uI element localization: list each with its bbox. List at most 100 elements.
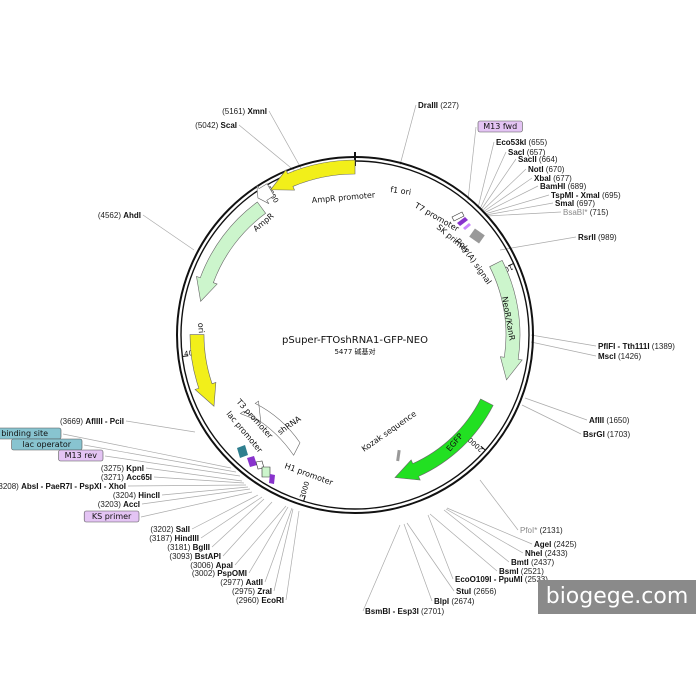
site-bsmbi-esp3i: BsmBI - Esp3I (2701) [365, 607, 444, 616]
leader-aflii [524, 397, 588, 421]
leader-pspomi [248, 506, 289, 574]
site-tspmi-xmai: TspMI - XmaI (695) [551, 191, 621, 200]
site-rsrii: RsrII (989) [578, 233, 617, 242]
site-aflii: AflII (1650) [589, 416, 630, 425]
site-bsrgi: BsrGI (1703) [583, 430, 630, 439]
site-xmni: (5161) XmnI [222, 107, 267, 116]
sk-primer-marker [463, 223, 471, 230]
ori-label: ori [196, 322, 206, 333]
feature-arrow-h1-promoter [239, 400, 301, 456]
feature-arrows [189, 159, 523, 481]
site-acc65i: (3271) Acc65I [101, 473, 152, 482]
leader-tspmi-xmai [484, 194, 550, 215]
leader-cap-binding-site [62, 433, 232, 469]
shrna-marker [269, 474, 275, 484]
leader-zrai [273, 508, 294, 592]
tick-4000 [182, 355, 189, 357]
site-bsabi-: BsaBI* (715) [563, 208, 609, 217]
box-label-cap-binding-site: CAP binding site [0, 429, 48, 438]
leader-hindiii [200, 496, 263, 539]
leader-sacii [480, 158, 517, 211]
leader-ahdi [142, 214, 195, 251]
leader-pflfi-tth111i [530, 334, 597, 347]
leader-smai [485, 202, 554, 216]
plasmid-name: pSuper-FTOshRNA1-GFP-NEO [282, 335, 428, 346]
site-ahdi: (4562) AhdI [98, 211, 141, 220]
feature-arrow-neor-kanr [489, 259, 523, 381]
site-msci: MscI (1426) [598, 352, 641, 361]
leader-stui [406, 522, 455, 592]
lac-marker [247, 456, 257, 467]
poly-a-marker [469, 228, 485, 244]
site-zrai: (2975) ZraI [232, 587, 272, 596]
leader-eco53ki [477, 141, 495, 209]
box-label-ks-primer: KS primer [92, 512, 132, 521]
leader-lac-operator [83, 444, 237, 473]
box-label-lac-operator: lac operator [23, 440, 72, 449]
box-label-m13-fwd: M13 fwd [483, 122, 517, 131]
leader-bstapi [222, 501, 273, 557]
site-afliii-pcii: (3669) AflIII - PciI [60, 417, 124, 426]
site-agei: AgeI (2425) [534, 540, 577, 549]
leader-xmni [268, 110, 303, 171]
site-noti: NotI (670) [528, 165, 565, 174]
ampr-promoter-label: AmpR promoter [311, 190, 376, 205]
feature-arrow-ori [189, 334, 217, 407]
leader-rsrii [499, 236, 577, 251]
m13-rev-marker [261, 466, 271, 478]
site-eco53ki: Eco53kI (655) [496, 138, 547, 147]
tick-label-3000: 3000 [298, 480, 311, 499]
site-pspomi: (3002) PspOMI [192, 569, 247, 578]
leader-acc65i [153, 476, 245, 484]
leader-msci [530, 341, 597, 357]
leader-saci [479, 151, 507, 210]
tick-2000 [480, 445, 486, 451]
leader-hincii [161, 486, 249, 496]
leader-afliii-pcii [125, 420, 196, 433]
site-saci: SacI (657) [508, 148, 546, 157]
site-bglii: (3181) BglII [167, 543, 210, 552]
site-pflfi-tth111i: PflFI - Tth111I (1389) [598, 342, 675, 351]
t7-promoter-marker [451, 211, 465, 222]
leader-xbai [482, 177, 533, 213]
box-m13-fwd [477, 120, 523, 133]
box-ks-primer [83, 510, 140, 523]
site-ecoo109i-ppumi: EcoO109I - PpuMI (2533) [455, 575, 548, 584]
site-acci: (3203) AccI [98, 500, 140, 509]
poly-a-label: poly(A) signal [454, 236, 493, 286]
site-bstapi: (3093) BstAPI [169, 552, 221, 561]
m13-fwd-marker [457, 217, 468, 226]
feature-arrow-ampr [196, 201, 267, 302]
site-bmti: BmtI (2437) [511, 558, 554, 567]
leader-bsmbi-esp3i [362, 524, 401, 612]
leader-bamhi [483, 185, 539, 214]
leader-acci [141, 488, 251, 505]
site-bsmi: BsmI (2521) [499, 567, 544, 576]
plasmid-size: 5477 碱基对 [334, 347, 375, 356]
leader-ks-primer [140, 491, 253, 518]
f1-ori-label: f1 ori [390, 185, 412, 197]
site-labels-left: (5161) XmnI(5042) ScaI(4562) AhdI(3669) … [0, 107, 284, 605]
leader-bglii [211, 498, 265, 548]
site-blpi: BlpI (2674) [434, 597, 475, 606]
site-absi-paer7i-pspxi-xhoi: (3208) AbsI - PaeR7I - PspXI - XhoI [0, 482, 126, 491]
leader-pfoi- [479, 479, 519, 531]
leader-lines [62, 104, 597, 612]
box-m13-rev [58, 449, 104, 462]
site-sali: (3202) SalI [150, 525, 190, 534]
leader-ecori [285, 510, 300, 601]
leader-scai [238, 124, 297, 173]
watermark: biogege.com [538, 580, 696, 614]
site-pfoi-: PfoI* (2131) [520, 526, 563, 535]
site-apai: (3006) ApaI [190, 561, 233, 570]
leader-apai [234, 505, 287, 566]
tick-1000 [507, 263, 514, 267]
site-aatii: (2977) AatII [220, 578, 263, 587]
leader-nhei [445, 508, 524, 554]
feature-arrow-ampr-promoter [256, 183, 275, 204]
site-hincii: (3204) HincII [113, 491, 160, 500]
leader-bsrgi [521, 404, 582, 435]
kozak-marker [396, 449, 401, 462]
